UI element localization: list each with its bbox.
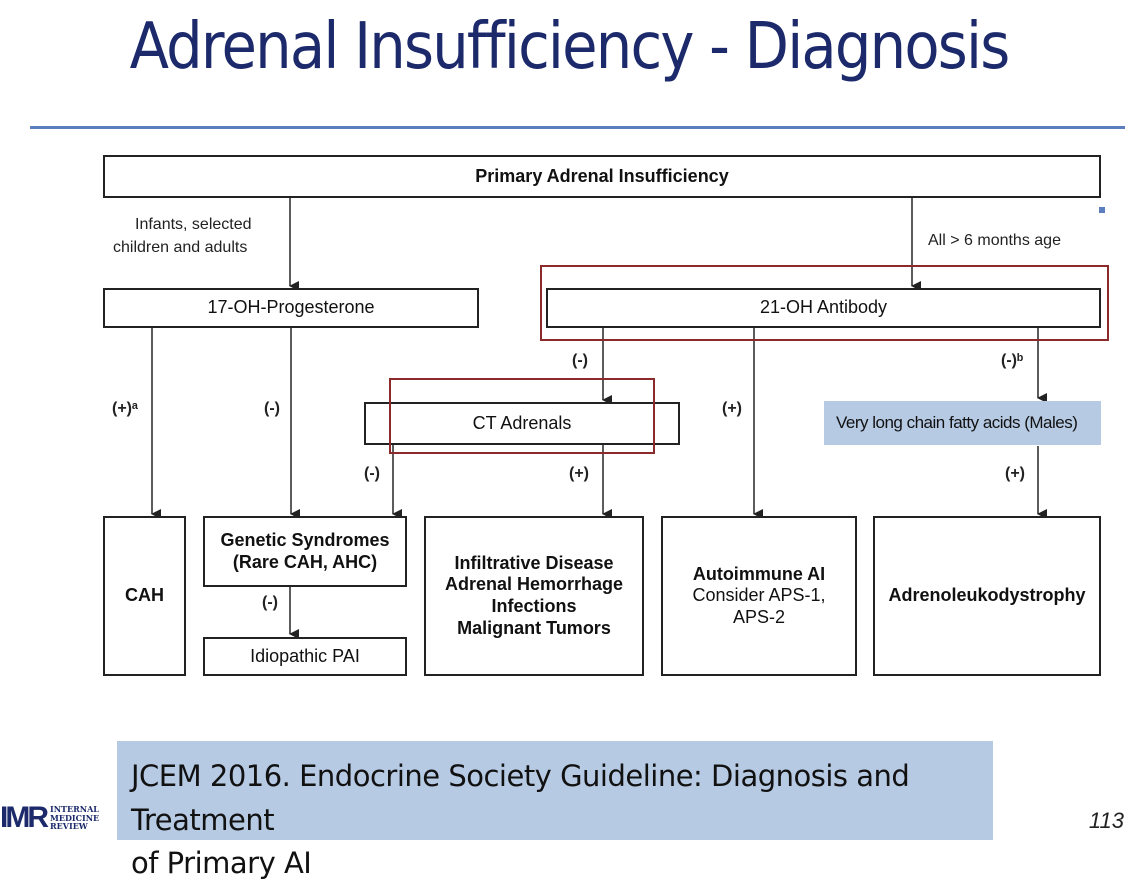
ct-adrenals-label: CT Adrenals xyxy=(472,412,572,433)
test-17-oh-progesterone: 17-OH-Progesterone xyxy=(103,288,479,328)
outcome-genetic-line1: Genetic Syndromes xyxy=(220,529,390,550)
flowchart-connectors xyxy=(151,198,1047,639)
sign-ct-negative: (-) xyxy=(364,465,380,482)
outcome-autoimmune: Autoimmune AI Consider APS-1, APS-2 xyxy=(661,516,857,676)
title-divider xyxy=(30,126,1125,129)
test-21-oh-label: 21-OH Antibody xyxy=(759,297,888,318)
imr-logo: IMR INTERNAL MEDICINE REVIEW xyxy=(0,796,100,840)
outcome-autoimmune-line1: Autoimmune AI xyxy=(692,563,826,584)
root-box-primary-ai: Primary Adrenal Insufficiency xyxy=(103,155,1101,198)
outcome-autoimmune-line2: Consider APS-1, xyxy=(692,585,826,606)
outcome-genetic-syndromes: Genetic Syndromes (Rare CAH, AHC) xyxy=(203,516,407,587)
sign-vlcfa-positive: (+) xyxy=(1005,465,1025,482)
highlight-ct-adrenals xyxy=(389,378,655,454)
logo-name: INTERNAL MEDICINE REVIEW xyxy=(50,803,100,832)
logo-name-line1: INTERNAL xyxy=(50,803,99,814)
outcome-infiltrative-line1: Infiltrative Disease xyxy=(454,552,614,573)
vlcfa-label: Very long chain fatty acids (Males) xyxy=(836,413,1078,432)
test-21-oh-antibody: 21-OH Antibody xyxy=(546,288,1101,328)
root-label: Primary Adrenal Insufficiency xyxy=(475,165,729,186)
sign-cah-positive: (+)ᵃ xyxy=(112,400,139,417)
sign-ct-positive: (+) xyxy=(569,465,589,482)
citation-line2: of Primary AI xyxy=(131,846,312,880)
sign-idiopathic-negative: (-) xyxy=(262,594,278,611)
sign-antibody-negative: (-) xyxy=(572,352,588,369)
test-17-oh-label: 17-OH-Progesterone xyxy=(207,297,375,318)
outcome-ald-label: Adrenoleukodystrophy xyxy=(888,585,1086,606)
logo-name-line2: MEDICINE xyxy=(50,812,100,823)
outcome-autoimmune-line3: APS-2 xyxy=(732,606,786,627)
branch-left-label-2: children and adults xyxy=(113,239,248,256)
branch-left-label-1: Infants, selected xyxy=(135,216,252,233)
sign-genetic-negative: (-) xyxy=(264,400,280,417)
sign-antibody-negative-b: (-)ᵇ xyxy=(1001,352,1024,369)
ct-adrenals-box: CT Adrenals xyxy=(364,402,680,445)
outcome-infiltrative-line3: Infections xyxy=(491,596,577,616)
resize-handle-icon xyxy=(1099,207,1105,213)
outcome-infiltrative-line4: Malignant Tumors xyxy=(457,617,611,638)
outcome-genetic-line2: (Rare CAH, AHC) xyxy=(232,551,378,572)
outcome-adrenoleukodystrophy: Adrenoleukodystrophy xyxy=(873,516,1101,676)
citation-line1: JCEM 2016. Endocrine Society Guideline: … xyxy=(131,759,910,837)
outcome-infiltrative: Infiltrative Disease Adrenal Hemorrhage … xyxy=(424,516,644,676)
branch-right-label: All > 6 months age xyxy=(928,232,1061,249)
logo-name-line3: REVIEW xyxy=(50,821,88,832)
vlcfa-callout: Very long chain fatty acids (Males) xyxy=(824,401,1101,445)
outcome-infiltrative-line2: Adrenal Hemorrhage xyxy=(444,574,624,595)
outcome-idiopathic-pai: Idiopathic PAI xyxy=(203,637,407,676)
page-number: 113 xyxy=(1088,808,1124,833)
outcome-cah-label: CAH xyxy=(125,585,164,606)
highlight-21-oh xyxy=(540,265,1109,341)
sign-antibody-positive: (+) xyxy=(722,400,742,417)
slide-title: Adrenal Insufficiency - Diagnosis xyxy=(129,10,1011,84)
outcome-idiopathic-label: Idiopathic PAI xyxy=(250,645,360,666)
logo-mark: IMR xyxy=(0,801,49,834)
citation-callout: JCEM 2016. Endocrine Society Guideline: … xyxy=(117,741,993,880)
outcome-cah: CAH xyxy=(103,516,186,676)
